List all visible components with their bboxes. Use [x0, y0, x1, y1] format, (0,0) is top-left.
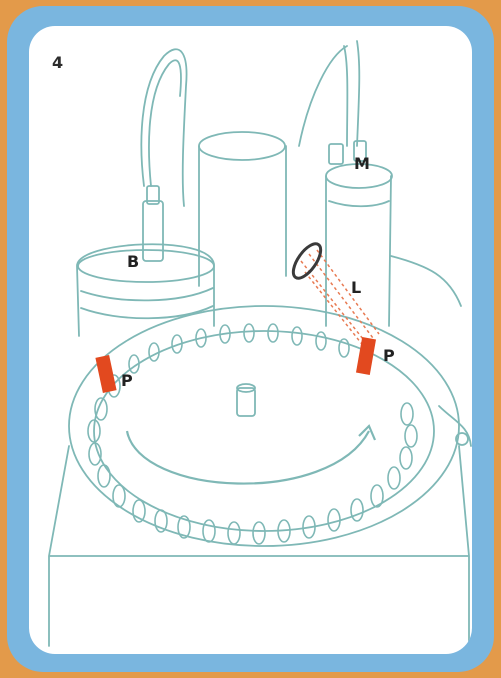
rotation-arrow [127, 431, 369, 484]
card-border: 4 B M L P P [7, 6, 494, 672]
tube-right-2 [357, 41, 359, 146]
illustration-panel: 4 B M L P P [29, 26, 472, 654]
panel-number: 4 [52, 53, 63, 72]
tube-right-3 [299, 46, 347, 146]
label-b: B [127, 252, 139, 271]
tube-left-2 [149, 60, 181, 186]
laser-beam [301, 250, 379, 348]
instrument-drawing [29, 26, 472, 654]
tube-right-1 [344, 46, 347, 146]
label-p-right: P [383, 346, 395, 365]
marker-p-left [95, 355, 116, 393]
label-l: L [351, 278, 361, 297]
label-p-left: P [121, 371, 133, 390]
label-m: M [354, 154, 370, 173]
center-cylinder [199, 146, 286, 286]
lens [288, 239, 326, 282]
marker-p-right [356, 337, 376, 375]
